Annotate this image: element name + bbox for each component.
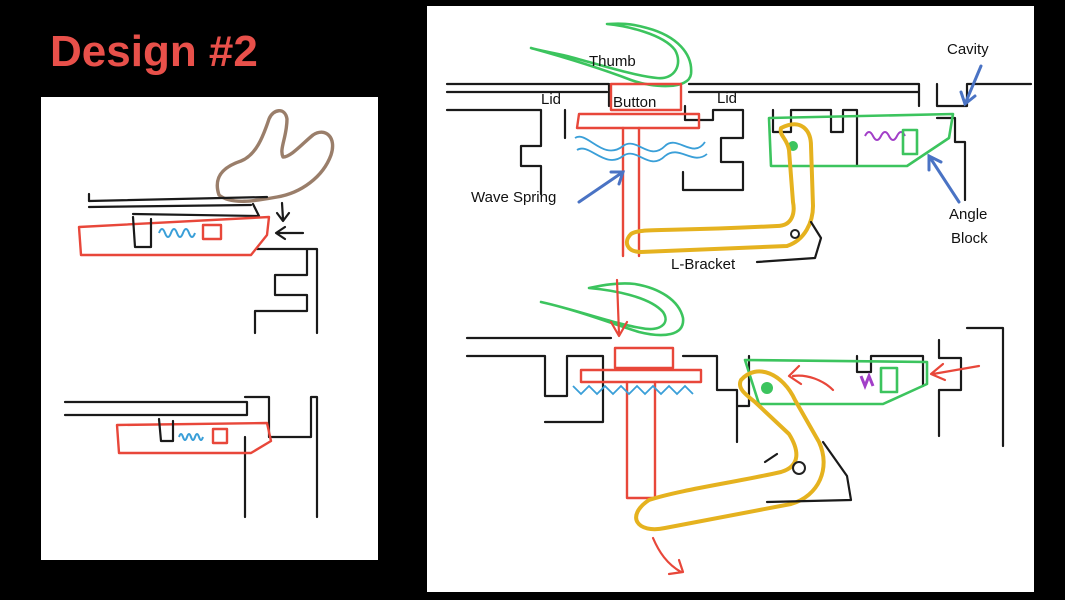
- l-bracket-bottom: [634, 369, 826, 532]
- label-block: Block: [951, 230, 988, 247]
- label-wave-spring: Wave Spring: [471, 189, 556, 206]
- concept-sketch: [63, 109, 335, 519]
- mechanism-diagram-panel: Thumb Cavity Lid Button Lid Wave Spring …: [427, 6, 1034, 592]
- l-bracket-top: [624, 122, 815, 254]
- button-stem-top: [621, 126, 641, 258]
- button-body-bottom: [613, 346, 675, 370]
- latch-part-bottom: [115, 421, 273, 455]
- lid-line-top: [87, 192, 269, 218]
- label-button: Button: [613, 94, 656, 111]
- label-thumb: Thumb: [589, 53, 636, 70]
- pressed-state: [465, 278, 1005, 576]
- thumb-outline-bottom: [539, 282, 685, 337]
- bracket-mount-bottom: [763, 440, 853, 504]
- latch-green-bottom: [743, 358, 929, 406]
- mechanism-diagram: Thumb Cavity Lid Button Lid Wave Spring …: [445, 22, 1033, 576]
- angle-block-top: [901, 128, 919, 156]
- rotation-arrow: [651, 536, 685, 576]
- pointer-wave-spring: [577, 170, 626, 204]
- spring-coil-bottom: [178, 433, 204, 441]
- wave-spring-top: [574, 135, 708, 163]
- wave-spring-bottom: [572, 384, 694, 396]
- lid-line-bottom: [63, 400, 249, 417]
- thumb-sketch-left: [215, 109, 335, 203]
- spring-coil-top: [158, 228, 196, 238]
- label-lid-left: Lid: [541, 91, 561, 108]
- button-flange-bottom: [579, 368, 703, 384]
- housing-right-top: [253, 247, 319, 335]
- pointer-cavity: [959, 64, 983, 107]
- released-state: Thumb Cavity Lid Button Lid Wave Spring …: [445, 22, 1033, 273]
- push-arrow-latch: [787, 364, 835, 392]
- latch-part-top: [77, 215, 271, 257]
- bracket-pivot-bottom: [792, 461, 806, 475]
- housing-right-bottom: [243, 395, 319, 519]
- latch-pivot-dot-bottom: [761, 382, 773, 394]
- sketch-bottom: [63, 395, 319, 519]
- concept-sketch-panel: [41, 97, 378, 560]
- pointer-angle-block: [927, 153, 961, 204]
- lid-outline-top: [445, 82, 1033, 202]
- latch-slot-bottom: [157, 417, 175, 443]
- label-cavity: Cavity: [947, 41, 989, 58]
- bracket-mount-top: [755, 220, 823, 264]
- down-arrow-sketch: [275, 201, 291, 223]
- thumb-outline-top: [529, 22, 693, 88]
- latch-green-top: [767, 112, 955, 168]
- label-l-bracket: L-Bracket: [671, 256, 736, 273]
- press-arrow-down: [609, 278, 629, 338]
- coil-spring-bottom: [859, 371, 875, 391]
- slide-title: Design #2: [50, 27, 258, 76]
- coil-spring-top: [864, 131, 906, 141]
- label-lid-right: Lid: [717, 90, 737, 107]
- button-stem-bottom: [625, 380, 657, 500]
- button-flange-top: [575, 112, 701, 130]
- latch-slot-top: [131, 215, 153, 249]
- angle-block-bottom: [879, 366, 899, 394]
- left-arrow-sketch: [274, 225, 305, 241]
- latch-window-top: [201, 223, 223, 241]
- lid-outline-bottom: [465, 326, 1005, 448]
- latch-window-bottom: [211, 427, 229, 445]
- sketch-top: [77, 109, 335, 335]
- button-body-top: [609, 82, 683, 112]
- bracket-pivot-top: [790, 229, 800, 239]
- label-angle: Angle: [949, 206, 987, 223]
- push-arrow-right-side: [929, 362, 981, 382]
